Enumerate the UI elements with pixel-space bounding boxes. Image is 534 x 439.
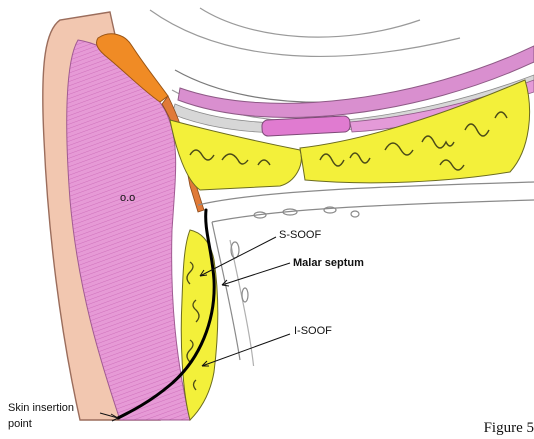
label-malar-septum: Malar septum [293, 257, 364, 270]
label-skin-insertion-line2: point [8, 418, 32, 431]
label-skin-insertion-line1: Skin insertion [8, 402, 74, 415]
figure-caption: Figure 5 [484, 420, 534, 437]
blank-box [240, 366, 328, 426]
label-s-soof: S-SOOF [279, 229, 321, 242]
pink-capsule [262, 116, 351, 137]
label-i-soof: I-SOOF [294, 325, 332, 338]
label-oo: o.o [120, 192, 135, 205]
